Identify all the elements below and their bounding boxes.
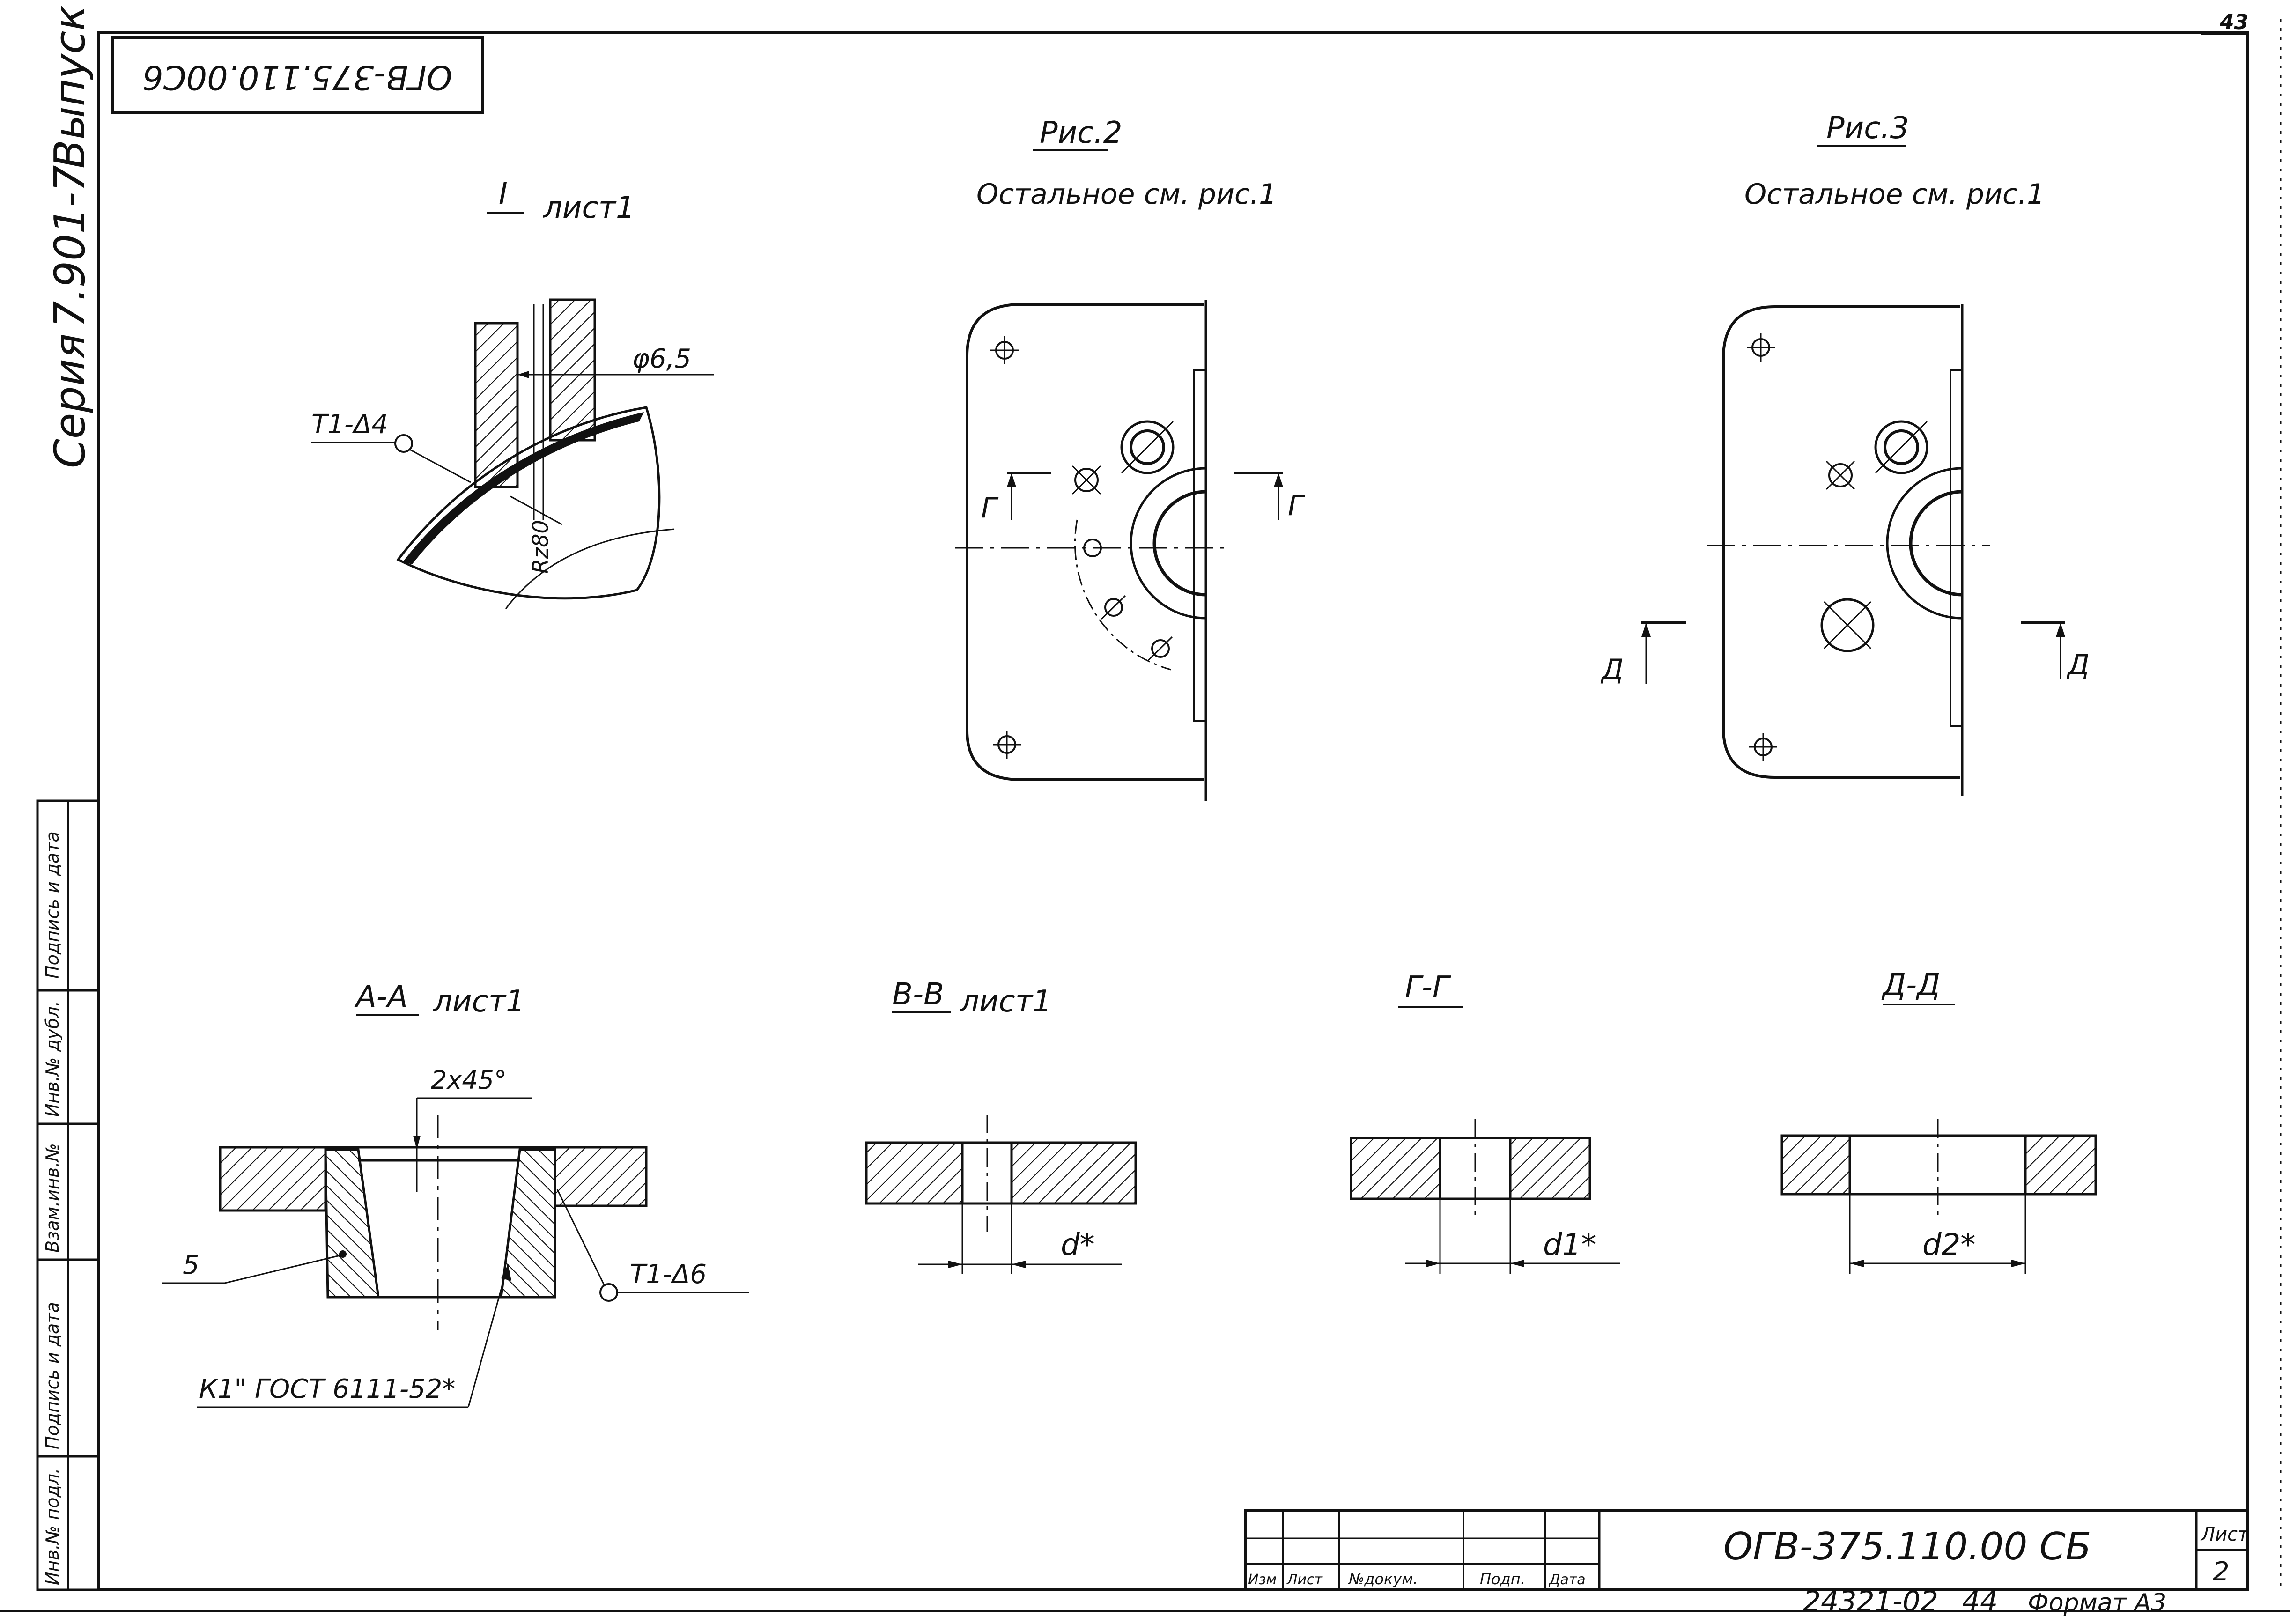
tb-sheet-number: 2 [2213, 1557, 2230, 1587]
section-BB-dim: d* [1061, 1228, 1095, 1262]
fig2-view: Рис.2 Остальное см. рис.1 [955, 116, 1306, 801]
stamp-box: ОГВ-375.110.00С6 [111, 36, 484, 114]
section-AA-weld: Т1-Δ6 [630, 1259, 707, 1290]
tb-header-sign: Подп. [1480, 1570, 1525, 1588]
tb-code: ОГВ-375.110.00 СБ [1723, 1525, 2091, 1568]
tb-header-change: Изм [1248, 1572, 1277, 1588]
footer: 24321-02 44 Формат А3 [1803, 1585, 2166, 1618]
strip-field-sign-date-2: Подпись и дата [42, 1302, 63, 1449]
detail-I-sheet-ref: лист1 [542, 191, 635, 225]
page-number: 43 [2219, 10, 2248, 34]
strip-field-dup-inv: Инв.№ дубл. [42, 1001, 63, 1117]
section-AA-position: 5 [183, 1250, 199, 1280]
fig3-cut-right: Д [2066, 649, 2090, 681]
section-BB-title: В-В [892, 977, 944, 1012]
section-AA-sheet-ref: лист1 [432, 984, 525, 1019]
detail-I-view: I лист1 φ6,5 Т1-Δ4 Rz80 [311, 177, 714, 609]
issue-label: Выпуск 1 [45, 0, 95, 169]
section-GG-view: Г-Г d1* [1350, 970, 1620, 1274]
fig2-corner-hole [990, 336, 1021, 759]
section-GG-title: Г-Г [1405, 970, 1451, 1005]
fig2-cut-right: Г [1288, 489, 1306, 522]
series-code: 7.901-7 [45, 165, 95, 328]
stamp-code: ОГВ-375.110.00С6 [142, 58, 452, 96]
footer-number: 24321-02 [1803, 1585, 1938, 1618]
section-DD-title: Д-Д [1881, 968, 1940, 1003]
detail-I-title: I [499, 177, 508, 211]
fig3-note: Остальное см. рис.1 [1744, 178, 2045, 211]
section-AA-thread: К1" ГОСТ 6111-52* [199, 1374, 455, 1404]
fig3-title: Рис.3 [1826, 111, 1909, 146]
sheet-frame [0, 19, 2290, 1612]
tb-sheet-label: Лист [2200, 1524, 2249, 1545]
section-BB-sheet-ref: лист1 [959, 984, 1052, 1019]
section-BB-view: В-В лист1 d* [865, 977, 1137, 1274]
series-label: Серия 7.901-7 Выпуск 1 [45, 0, 95, 468]
strip-field-sign-date-1: Подпись и дата [42, 831, 63, 979]
section-GG-dim: d1* [1543, 1228, 1596, 1262]
footer-format: Формат А3 [2028, 1589, 2166, 1617]
fig2-note: Остальное см. рис.1 [976, 178, 1277, 211]
fig3-corner-hole [1747, 333, 1777, 761]
fig3-cut-left: Д [1600, 653, 1624, 686]
strip-field-repl-inv: Взам.инв.№ [42, 1143, 63, 1253]
fig2-cut-left: Г [981, 492, 999, 524]
section-AA-chamfer: 2х45° [431, 1065, 507, 1095]
footer-page: 44 [1962, 1585, 1998, 1618]
section-AA-title: А-А [354, 980, 408, 1014]
detail-I-diameter: φ6,5 [632, 344, 691, 374]
tb-header-doc: №докум. [1348, 1570, 1418, 1588]
fig3-view: Рис.3 Остальное см. рис.1 Д [1600, 111, 2090, 796]
fig2-title: Рис.2 [1040, 116, 1122, 150]
left-strip: Подпись и дата Инв.№ дубл. Взам.инв.№ По… [36, 799, 100, 1591]
strip-field-orig-inv: Инв.№ подл. [42, 1468, 63, 1585]
title-block: Изм Лист №докум. Подп. Дата ОГВ-375.110.… [1244, 1509, 2249, 1591]
tb-header-date: Дата [1548, 1572, 1586, 1588]
section-DD-dim: d2* [1922, 1228, 1975, 1262]
detail-I-roughness: Rz80 [528, 520, 553, 574]
section-AA-view: А-А лист1 2х45° 5 Т1-Δ6 К1" ГОСТ 6111-52… [162, 980, 749, 1408]
detail-I-weld: Т1-Δ4 [311, 409, 388, 440]
series-word: Серия [45, 333, 95, 468]
tb-header-sheet: Лист [1286, 1572, 1323, 1588]
section-DD-view: Д-Д d2* [1780, 968, 2097, 1274]
